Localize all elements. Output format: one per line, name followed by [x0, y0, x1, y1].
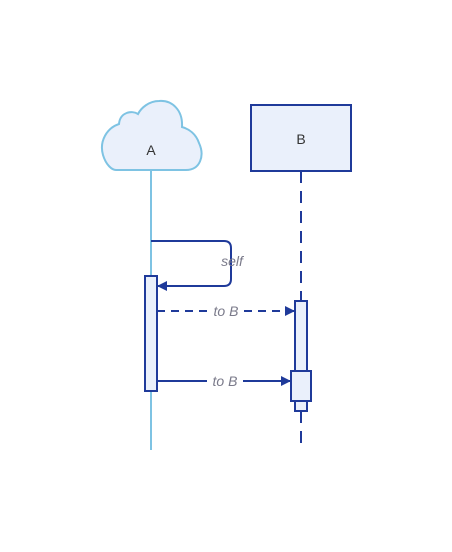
participant-b: B	[250, 104, 352, 172]
participant-a-cloud-shape	[101, 99, 203, 171]
message-to-b-2-label: to B	[213, 373, 238, 389]
participant-b-label: B	[296, 131, 305, 147]
participant-a: A	[101, 99, 203, 171]
message-self: self	[151, 240, 245, 291]
activation-bar-a	[144, 275, 158, 392]
participant-b-box	[250, 104, 352, 172]
message-self-line	[151, 240, 232, 291]
participant-a-label: A	[146, 142, 156, 158]
message-to-b-2: to B	[157, 373, 291, 389]
activation-bar-b-nested	[290, 370, 312, 402]
message-to-b-1: to B	[157, 303, 295, 319]
message-self-label: self	[221, 253, 245, 269]
message-to-b-1-label: to B	[214, 303, 239, 319]
